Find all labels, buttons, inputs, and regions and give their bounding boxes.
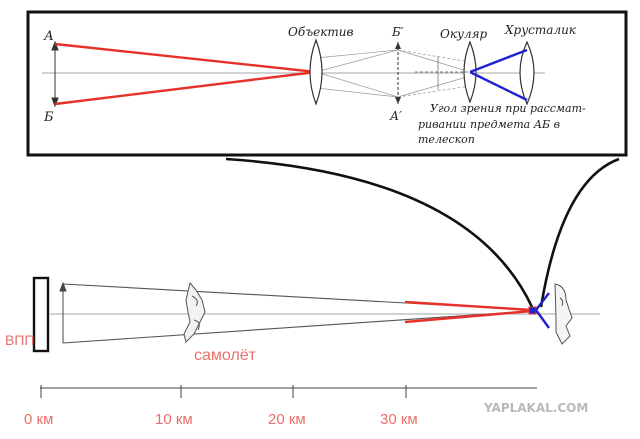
caption-line-2: ривании предмета АБ в: [418, 118, 560, 131]
label-image-b: Б′: [391, 25, 404, 39]
label-eye-lens: Хрусталик: [504, 23, 577, 37]
observer-head-silhouette: [554, 283, 573, 345]
label-eyepiece: Окуляр: [440, 27, 488, 41]
ray-from-a: [54, 42, 317, 74]
scene-blue-view: [535, 292, 550, 329]
image-arrow-head-top: [395, 42, 401, 49]
objective-lens: [309, 38, 323, 106]
caption-line-3: телескоп: [418, 133, 475, 146]
zoom-curve-right: [539, 157, 620, 308]
scale-tick-label-20: 20 км: [268, 411, 306, 428]
blue-view-angle: [469, 48, 528, 102]
scene-object-arrow: [59, 281, 67, 343]
sight-lines-red: [404, 300, 533, 324]
object-ab-arrow: [51, 40, 59, 108]
eye-crystalline-lens: [519, 40, 535, 106]
scale-tick-label-0: 0 км: [24, 411, 53, 428]
distance-scale-ticks: [40, 385, 407, 398]
inset-internal-rays: [315, 49, 471, 98]
label-point-a: А: [43, 29, 54, 44]
label-runway: ВПП: [5, 332, 34, 348]
telescope-marker: [528, 306, 537, 315]
image-arrow-head-bottom: [395, 97, 401, 104]
label-point-b: Б: [43, 110, 54, 125]
watermark: YAPLAKAL.COM: [483, 401, 588, 415]
label-objective: Объектив: [288, 25, 354, 39]
zoom-curve-left: [225, 157, 534, 308]
ray-from-b: [54, 70, 317, 106]
label-image-a: А′: [389, 109, 402, 123]
scale-tick-label-10: 10 км: [155, 411, 193, 428]
label-airplane: самолёт: [194, 347, 257, 364]
airplane-silhouette: [183, 281, 206, 343]
runway-box: [32, 276, 50, 353]
caption-line-1: Угол зрения при рассмат-: [430, 102, 586, 115]
sight-lines: [62, 283, 533, 344]
scale-tick-label-30: 30 км: [380, 411, 418, 428]
